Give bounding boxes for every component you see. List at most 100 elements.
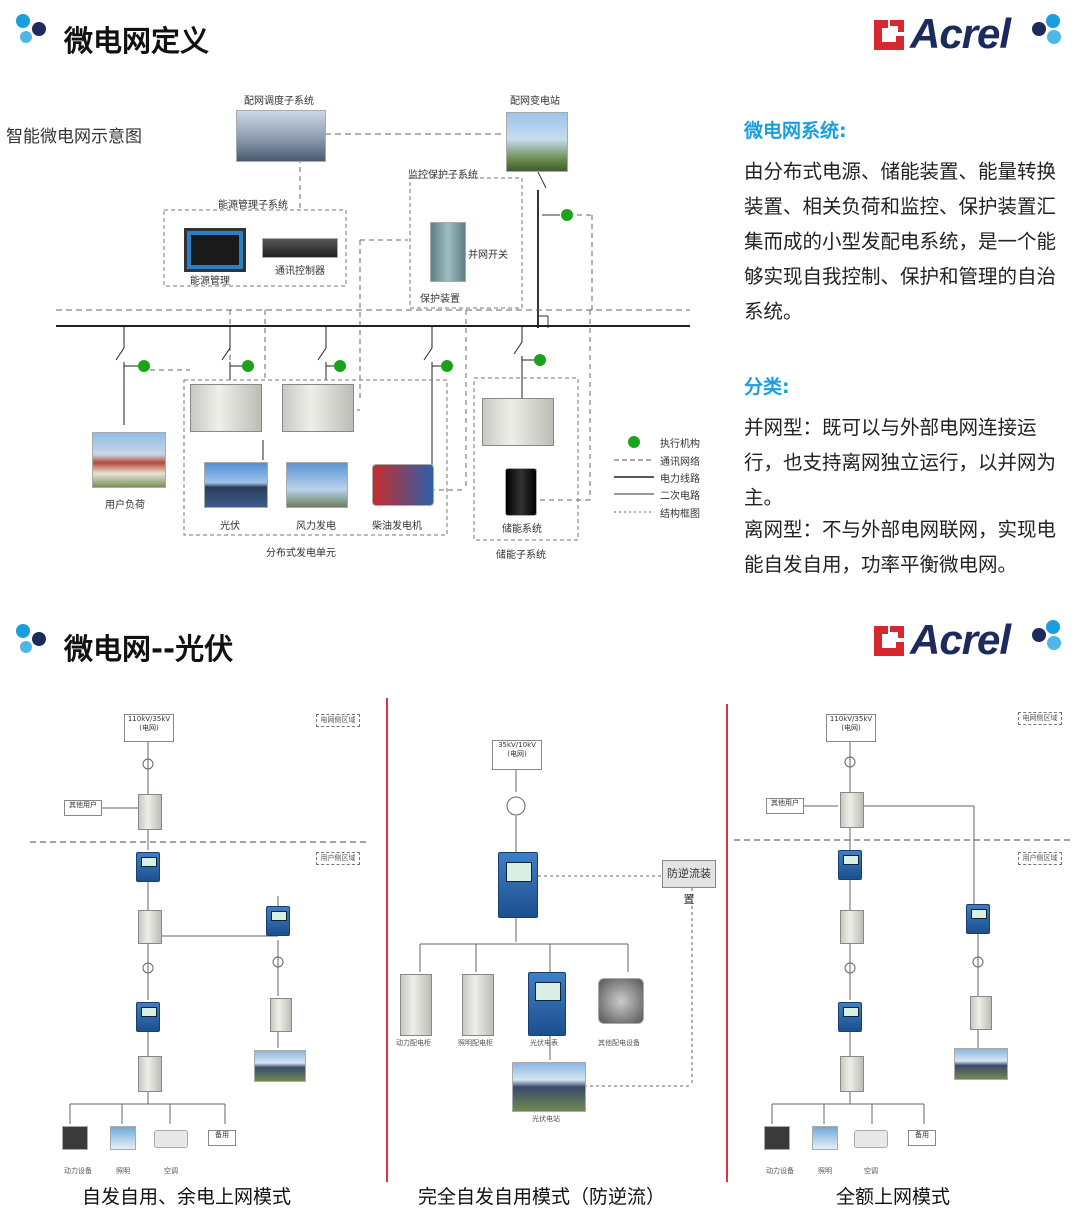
pv-image	[204, 462, 268, 508]
panel2-power-cabinet	[400, 974, 432, 1036]
panel1-load-power-image	[62, 1126, 88, 1150]
panel2-label-power-cabinet: 动力配电柜	[396, 1039, 431, 1047]
acrel-logo-mark-icon	[872, 16, 906, 50]
panel3-dist-cabinet-top	[840, 792, 864, 828]
legend-actuator: 执行机构	[660, 439, 700, 450]
section-title: 微电网定义	[64, 24, 210, 58]
comm-controller-image	[262, 238, 338, 258]
diesel-generator-image	[372, 464, 434, 506]
panel2-other-equipment-image	[598, 978, 644, 1024]
panel3-load-spare: 备用	[908, 1130, 936, 1146]
caption-self-use-surplus: 自发自用、余电上网模式	[82, 1186, 292, 1208]
panel1-grid-region: 电网侧区域	[316, 714, 360, 727]
panel1-dist-cabinet-top	[138, 794, 162, 830]
panel3-load-power-image	[764, 1126, 790, 1150]
panel1-grid-voltage: 110kV/35kV	[127, 715, 171, 723]
panel1-pv-cabinet	[270, 998, 292, 1032]
panel3-grid-region: 电网侧区域	[1018, 712, 1062, 725]
label-energy-mgmt-subsystem: 能源管理子系统	[218, 200, 288, 211]
user-load-image	[92, 432, 166, 488]
panel3-meter-1	[838, 850, 862, 880]
panel1-user-region: 用户侧区域	[316, 852, 360, 865]
panel1-load-label-light: 照明	[116, 1167, 130, 1175]
label-comm-controller: 通讯控制器	[275, 266, 325, 277]
panel3-grid-box: 110kV/35kV (电网)	[826, 714, 876, 742]
panel1-load-label-ac: 空调	[164, 1167, 178, 1175]
panel3-pv-array-image	[954, 1048, 1008, 1080]
panel1-pv-array-image	[254, 1050, 306, 1082]
battery-image	[505, 468, 537, 516]
panel2-lines	[419, 770, 693, 1087]
panel1-user-cabinet	[138, 1056, 162, 1092]
legend-structure-block: 结构框图	[660, 509, 700, 520]
wind-image	[286, 462, 348, 508]
legend-power-line: 电力线路	[660, 474, 700, 485]
side-paragraph-off-grid: 离网型：不与外部电网联网，实现电能自发自用，功率平衡微电网。	[744, 518, 1057, 576]
panel3-load-light-image	[812, 1126, 838, 1150]
panel1-meter-1	[136, 852, 160, 882]
panel2-label-pv-station: 光伏电站	[532, 1115, 560, 1123]
panel1-dist-cabinet-mid	[138, 910, 162, 944]
panel2-pv-station-image	[512, 1062, 586, 1112]
caption-full-grid: 全额上网模式	[836, 1186, 951, 1208]
substation-image	[506, 112, 568, 172]
panel1-load-spare: 备用	[208, 1130, 236, 1146]
panel3-meter-2	[966, 904, 990, 934]
label-grid-switch: 并网开关	[468, 250, 508, 261]
panel3-grid-sub: (电网)	[841, 724, 861, 732]
panel2-main-meter	[498, 852, 538, 918]
panel2-label-lighting-cabinet: 照明配电柜	[458, 1039, 493, 1047]
label-storage-system: 储能系统	[502, 524, 542, 535]
panel3-lines	[734, 742, 1070, 1124]
panel1-load-ac-image	[154, 1130, 188, 1148]
switchgear-2-image	[282, 384, 354, 432]
panel1-grid-sub: (电网)	[139, 724, 159, 732]
panel2-lighting-cabinet	[462, 974, 494, 1036]
acrel-logo: Acrel	[910, 10, 1011, 57]
panel3-pv-cabinet	[970, 996, 992, 1030]
label-storage-subsystem: 储能子系统	[496, 550, 546, 561]
microgrid-diagram: 智能微电网示意图	[0, 80, 720, 580]
label-pv: 光伏	[220, 521, 240, 532]
label-substation: 配网变电站	[510, 96, 560, 107]
section-title-pv: 微电网--光伏	[64, 632, 234, 666]
panel3-grid-voltage: 110kV/35kV	[829, 715, 873, 723]
panel1-load-label-power: 动力设备	[64, 1167, 92, 1175]
panel2-label-pv-meter: 光伏电表	[530, 1039, 558, 1047]
panel1-other-user: 其他用户	[64, 800, 102, 816]
panel1-load-light-image	[110, 1126, 136, 1150]
panel3-user-region: 用户侧区域	[1018, 852, 1062, 865]
label-dispatch: 配网调度子系统	[244, 96, 314, 107]
panel1-grid-box: 110kV/35kV (电网)	[124, 714, 174, 742]
side-heading-classification: 分类:	[744, 376, 790, 398]
panel3-load-label-power: 动力设备	[766, 1167, 794, 1175]
energy-mgmt-screen-image	[184, 228, 246, 272]
label-distributed-unit: 分布式发电单元	[266, 548, 336, 559]
caption-full-self-use: 完全自发自用模式（防逆流）	[418, 1186, 666, 1208]
panel1-meter-3	[136, 1002, 160, 1032]
acrel-logo-2: Acrel	[910, 616, 1011, 663]
panel2-pv-meter	[528, 972, 566, 1036]
label-energy-mgmt: 能源管理	[190, 276, 230, 287]
panel-divider-2	[726, 704, 728, 1182]
side-paragraph-definition: 由分布式电源、储能装置、能量转换装置、相关负荷和监控、保护装置汇集而成的小型发配…	[744, 160, 1057, 323]
panel3-meter-3	[838, 1002, 862, 1032]
side-heading-microgrid: 微电网系统:	[744, 120, 847, 142]
panel2-anti-backflow-device: 防逆流装置	[662, 860, 716, 906]
label-user-load: 用户负荷	[105, 500, 145, 511]
panel2-grid-box: 35kV/10kV (电网)	[492, 740, 542, 770]
panel2-label-other-equipment: 其他配电设备	[598, 1039, 640, 1047]
side-paragraph-grid-connected: 并网型：既可以与外部电网连接运行，也支持离网独立运行，以并网为主。	[744, 416, 1057, 509]
pv-panel-full-grid: 110kV/35kV (电网) 电网侧区域 用户侧区域 其他用户 备用 动力设备…	[734, 700, 1070, 1180]
switchgear-1-image	[190, 384, 262, 432]
panel3-dist-cabinet-mid	[840, 910, 864, 944]
legend-secondary-circuit: 二次电路	[660, 491, 700, 502]
pv-panel-self-use-surplus: 110kV/35kV (电网) 电网侧区域 用户侧区域 其他用户 备用 动力设备…	[30, 700, 370, 1180]
pv-panel-full-self-use: 35kV/10kV (电网) 防逆流装置 动力配电柜 照明配电柜 光伏电表 其他…	[392, 730, 722, 1170]
diagram-lines	[56, 133, 690, 541]
label-diesel: 柴油发电机	[372, 521, 422, 532]
diagram-title: 智能微电网示意图	[6, 127, 142, 147]
panel3-other-user: 其他用户	[766, 798, 804, 814]
section-bullet-icon-2	[16, 624, 56, 660]
switchgear-3-image	[482, 398, 554, 446]
